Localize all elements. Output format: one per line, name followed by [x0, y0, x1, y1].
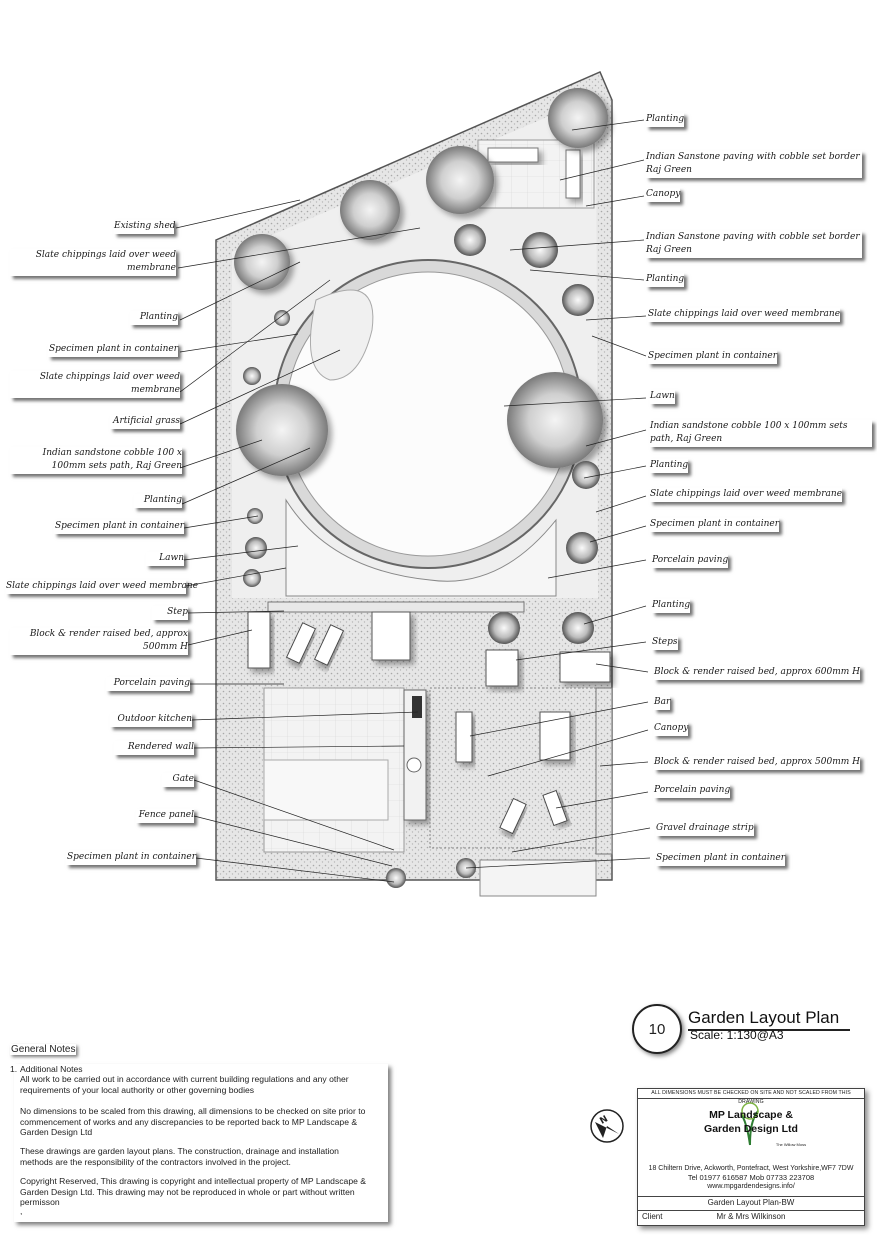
drawing-title: Garden Layout Plan — [688, 1008, 850, 1031]
label-steps: Steps — [652, 636, 678, 650]
drawing-title-row: Garden Layout Plan-BW — [638, 1196, 864, 1209]
company-title-block: ALL DIMENSIONS MUST BE CHECKED ON SITE A… — [637, 1088, 865, 1226]
company-phones: Tel 01977 616587 Mob 07733 223708 — [687, 1173, 815, 1182]
notes-item-number: 1. — [10, 1064, 18, 1074]
company-logo-icon — [741, 1102, 759, 1146]
label-planting-r4: Planting — [652, 599, 690, 613]
label-raised-bed-r1: Block & render raised bed, approx 600mm … — [654, 666, 860, 680]
company-address: 18 Chiltern Drive, Ackworth, Pontefract,… — [648, 1165, 854, 1172]
label-sanstone-paving-1: Indian Sanstone paving with cobble set b… — [646, 151, 862, 178]
general-notes-box: 1. Additional Notes All work to be carri… — [10, 1064, 388, 1222]
label-step: Step — [152, 606, 188, 620]
lower-lawn — [285, 498, 557, 597]
garden-plan-drawing — [175, 71, 651, 897]
label-fence-panel: Fence panel — [136, 809, 194, 823]
label-canopy-2: Canopy — [654, 722, 688, 736]
label-bar: Bar — [654, 696, 670, 710]
notes-paragraph-2: No dimensions to be scaled from this dra… — [20, 1106, 366, 1137]
company-name-line2: Garden Design Ltd — [704, 1123, 798, 1135]
label-artificial-grass: Artificial grass — [110, 415, 180, 429]
client-label: Client — [642, 1212, 663, 1221]
lower-terrace — [263, 687, 613, 897]
company-name-line1: MP Landscape & — [709, 1109, 793, 1121]
label-porcelain-paving-r1: Porcelain paving — [652, 554, 728, 568]
label-porcelain-paving-1: Porcelain paving — [106, 677, 190, 691]
label-specimen-plant-3: Specimen plant in container — [66, 851, 196, 865]
planting-trees — [234, 88, 608, 644]
label-existing-shed: Existing shed — [114, 220, 176, 234]
label-outdoor-kitchen: Outdoor kitchen — [110, 713, 192, 727]
notes-paragraph-4: Copyright Reserved, This drawing is copy… — [20, 1176, 367, 1207]
label-planting-r2: Planting — [646, 273, 684, 287]
label-specimen-plant-1: Specimen plant in container — [48, 343, 178, 357]
label-planting-r3: Planting — [650, 459, 688, 473]
upper-terrace — [477, 139, 595, 209]
general-notes-heading: General Notes — [11, 1044, 76, 1055]
lawn-circle — [273, 259, 583, 569]
label-specimen-plant-r3: Specimen plant in container — [656, 852, 785, 866]
label-sanstone-paving-2: Indian Sanstone paving with cobble set b… — [646, 231, 862, 258]
north-arrow-icon: N — [590, 1109, 624, 1143]
label-planting-2: Planting — [134, 494, 182, 508]
label-lawn-1: Lawn — [146, 552, 184, 566]
label-raised-bed-1: Block & render raised bed, approx 500mm … — [10, 628, 188, 655]
label-rendered-wall: Rendered wall — [114, 741, 194, 755]
drawing-scale: Scale: 1:130@A3 — [690, 1028, 784, 1042]
sheet-number-text: 10 — [648, 1020, 666, 1038]
label-raised-bed-r2: Block & render raised bed, approx 500mm … — [654, 756, 860, 770]
notes-trailing: , — [20, 1206, 23, 1216]
notes-paragraph-3: These drawings are garden layout plans. … — [20, 1146, 339, 1167]
svg-text:N: N — [598, 1114, 610, 1126]
label-gravel-drainage: Gravel drainage strip — [656, 822, 754, 836]
label-specimen-plant-r2: Specimen plant in container — [650, 518, 779, 532]
notes-paragraph-1: All work to be carried out in accordance… — [20, 1074, 349, 1095]
label-canopy-1: Canopy — [646, 188, 680, 202]
client-row: Client Mr & Mrs Wilkinson — [638, 1210, 864, 1223]
label-slate-chippings-r2: Slate chippings laid over weed membrane — [650, 488, 842, 502]
label-sandstone-cobble-1: Indian sandstone cobble 100 x 100mm sets… — [10, 447, 182, 474]
dimensions-warning: ALL DIMENSIONS MUST BE CHECKED ON SITE A… — [638, 1089, 864, 1105]
client-name: Mr & Mrs Wilkinson — [716, 1212, 786, 1221]
label-slate-chippings-3: Slate chippings laid over weed membrane — [6, 580, 198, 594]
label-porcelain-paving-r2: Porcelain paving — [654, 784, 730, 798]
label-specimen-plant-r1: Specimen plant in container — [648, 350, 777, 364]
label-planting-r1: Planting — [646, 113, 684, 127]
sun-loungers — [285, 622, 568, 835]
label-sandstone-cobble-r: Indian sandstone cobble 100 x 100mm sets… — [650, 420, 872, 447]
label-gate: Gate — [162, 773, 195, 787]
label-specimen-plant-2: Specimen plant in container — [54, 520, 184, 534]
label-lawn-r: Lawn — [650, 390, 675, 404]
label-slate-chippings-r1: Slate chippings laid over weed membrane — [648, 308, 840, 322]
raised-beds — [247, 601, 611, 687]
company-website: www.mpgardendesigns.info/ — [707, 1183, 795, 1190]
label-slate-chippings-1: Slate chippings laid over weed membrane — [10, 249, 176, 276]
logo-small-text: The Willow Moss — [775, 1142, 807, 1147]
label-slate-chippings-2: Slate chippings laid over weed membrane — [10, 371, 180, 398]
notes-item-title: Additional Notes — [20, 1064, 83, 1074]
leader-lines — [175, 119, 651, 883]
label-planting-1: Planting — [130, 311, 178, 325]
sheet-number: 10 — [632, 1004, 682, 1054]
